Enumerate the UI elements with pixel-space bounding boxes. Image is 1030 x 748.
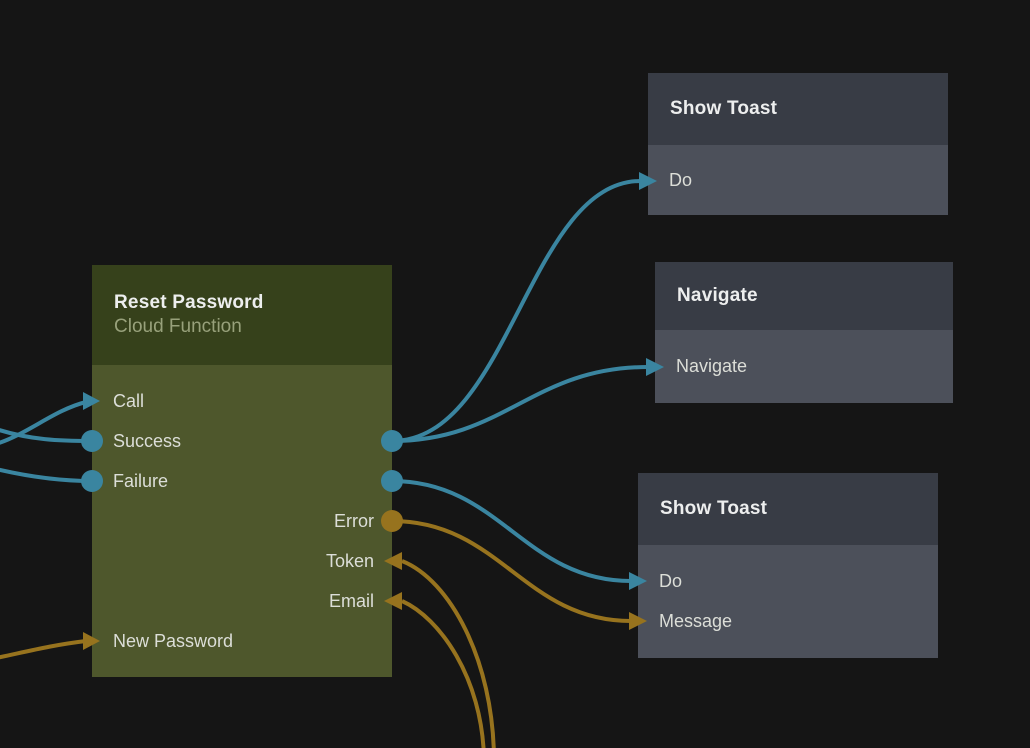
node-show-toast-bottom-body: Do Message [638,545,938,658]
wire-error-to-message[interactable] [391,519,632,623]
node-title: Show Toast [670,98,778,119]
node-reset-password-header[interactable]: Reset Password Cloud Function [92,265,392,365]
wire-offscreen-to-call[interactable] [0,400,87,445]
port-label-do: Do [669,170,693,190]
wire-success-to-show-toast-top-do[interactable] [391,179,642,443]
node-navigate-body: Navigate [655,330,953,403]
wire-offscreen-to-failure[interactable] [0,467,93,483]
port-label-success: Success [113,431,182,451]
wire-email-from-offscreen-bottom[interactable] [401,599,486,748]
wire-success-to-navigate[interactable] [391,365,649,443]
node-show-toast-top[interactable]: Show Toast Do [648,73,948,215]
port-label-failure: Failure [113,471,169,491]
node-navigate-header[interactable]: Navigate [655,262,953,330]
node-show-toast-bottom-header[interactable]: Show Toast [638,473,938,545]
wire-offscreen-to-success[interactable] [0,428,93,443]
node-navigate[interactable]: Navigate Navigate [655,262,953,403]
port-label-new-password: New Password [113,631,234,651]
node-title: Reset Password [114,292,264,313]
wire-failure-to-show-toast-bottom-do[interactable] [391,479,632,583]
port-label-call: Call [113,391,145,411]
node-reset-password[interactable]: Reset Password Cloud Function Call Succe… [92,265,392,677]
port-label-token: Token [325,551,374,571]
node-title: Navigate [677,285,758,306]
node-show-toast-bottom[interactable]: Show Toast Do Message [638,473,938,658]
wire-token-from-offscreen-bottom[interactable] [401,559,496,748]
port-label-email: Email [328,591,374,611]
port-label-message: Message [659,611,733,631]
wire-offscreen-to-new-password[interactable] [0,639,87,660]
port-label-do: Do [659,571,683,591]
node-show-toast-top-header[interactable]: Show Toast [648,73,948,145]
node-show-toast-top-body: Do [648,145,948,215]
port-label-navigate: Navigate [676,356,748,376]
node-subtitle: Cloud Function [114,316,242,337]
node-reset-password-body: Call Success Failure Error Token Email N… [92,365,392,677]
node-title: Show Toast [660,498,768,519]
port-label-error: Error [334,511,374,531]
